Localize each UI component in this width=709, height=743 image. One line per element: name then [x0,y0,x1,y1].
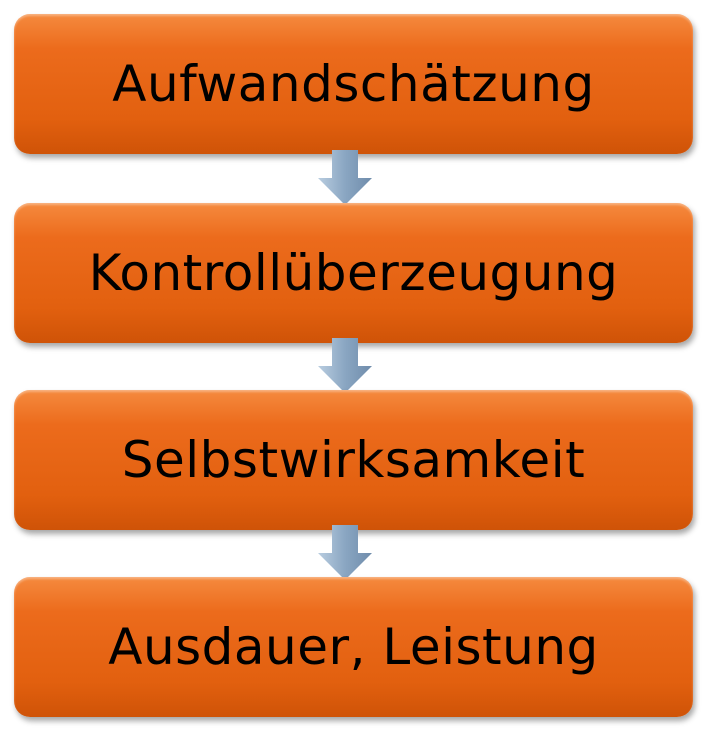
step-box-kontrollueberzeugung: Kontrollüberzeugung [14,203,693,343]
step-label: Kontrollüberzeugung [88,244,619,302]
down-arrow-icon [318,338,372,393]
down-arrow-icon [318,150,372,205]
down-arrow-icon [318,525,372,580]
step-label: Selbstwirksamkeit [121,431,586,489]
step-box-ausdauer-leistung: Ausdauer, Leistung [14,577,693,717]
step-box-aufwandschaetzung: Aufwandschätzung [14,14,693,154]
step-label: Aufwandschätzung [112,55,595,113]
step-box-selbstwirksamkeit: Selbstwirksamkeit [14,390,693,530]
step-label: Ausdauer, Leistung [108,618,599,676]
